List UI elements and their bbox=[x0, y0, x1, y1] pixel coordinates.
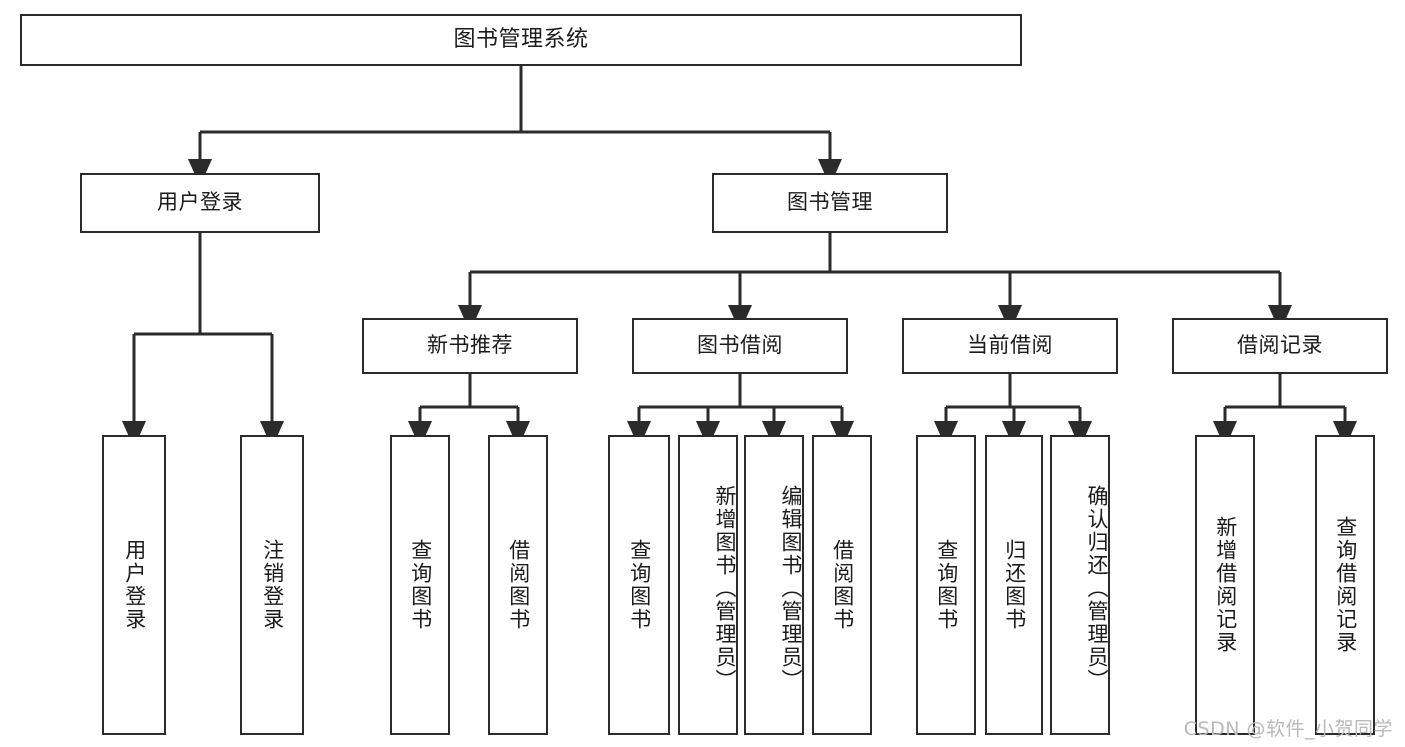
node-leaf-query-books-recommend[interactable]: 查询图书 bbox=[390, 435, 450, 735]
node-leaf-query-books-borrowing[interactable]: 查询图书 bbox=[608, 435, 670, 735]
node-level2-user-login[interactable]: 用户登录 bbox=[80, 173, 320, 233]
node-leaf-return-books[interactable]: 归还图书 bbox=[985, 435, 1043, 735]
node-level3-book-borrowing[interactable]: 图书借阅 bbox=[632, 318, 848, 374]
node-leaf-query-books-current[interactable]: 查询图书 bbox=[916, 435, 976, 735]
node-root[interactable]: 图书管理系统 bbox=[20, 14, 1022, 66]
node-leaf-logout[interactable]: 注销登录 bbox=[240, 435, 304, 735]
watermark-text: CSDN @软件_小贺同学 bbox=[1183, 718, 1393, 740]
node-leaf-borrow-books-recommend[interactable]: 借阅图书 bbox=[488, 435, 548, 735]
node-leaf-confirm-return-admin[interactable]: 确认归还（管理员） bbox=[1050, 435, 1110, 735]
node-leaf-add-book-admin[interactable]: 新增图书（管理员） bbox=[678, 435, 738, 735]
node-leaf-borrow-books[interactable]: 借阅图书 bbox=[812, 435, 872, 735]
node-level3-current-borrowing[interactable]: 当前借阅 bbox=[902, 318, 1118, 374]
node-leaf-query-borrow-record[interactable]: 查询借阅记录 bbox=[1315, 435, 1375, 735]
node-level3-new-book-recommendation[interactable]: 新书推荐 bbox=[362, 318, 578, 374]
node-level2-book-management[interactable]: 图书管理 bbox=[712, 173, 948, 233]
node-leaf-user-login[interactable]: 用户登录 bbox=[102, 435, 166, 735]
node-leaf-edit-book-admin[interactable]: 编辑图书（管理员） bbox=[744, 435, 804, 735]
node-leaf-add-borrow-record[interactable]: 新增借阅记录 bbox=[1195, 435, 1255, 735]
node-level3-borrowing-records[interactable]: 借阅记录 bbox=[1172, 318, 1388, 374]
